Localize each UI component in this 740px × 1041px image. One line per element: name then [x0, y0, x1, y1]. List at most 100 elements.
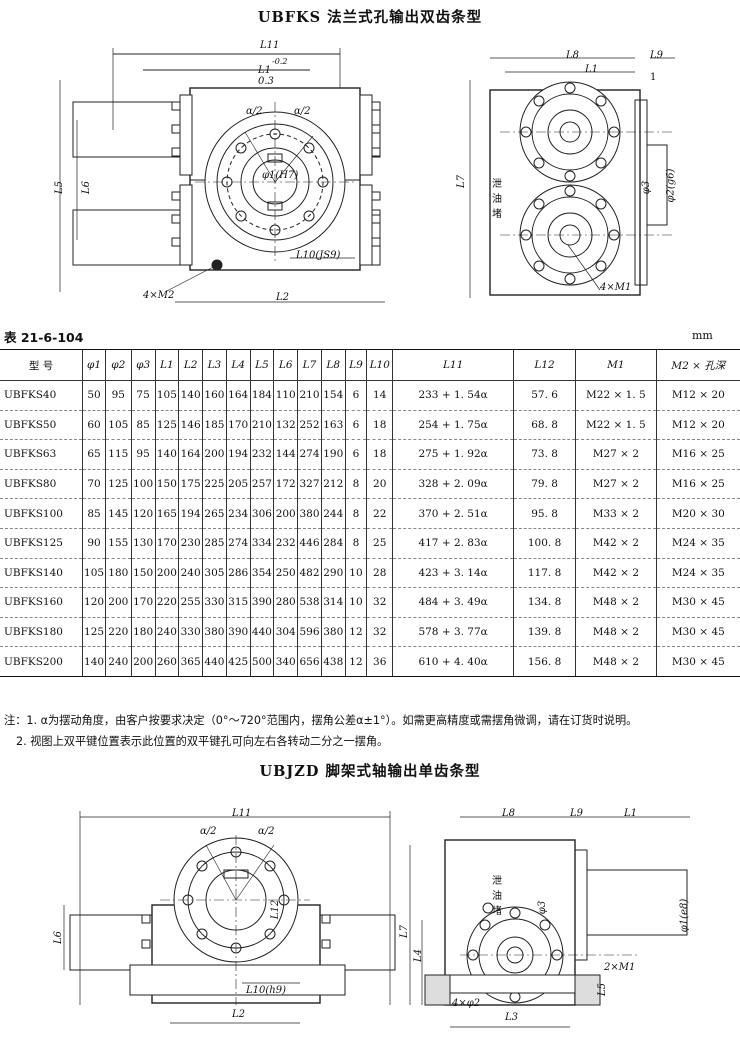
- label2-l8: L8: [502, 808, 516, 819]
- value-cell: 125: [104, 469, 132, 500]
- label-l8: L8: [566, 50, 580, 61]
- value-cell: M30 × 45: [655, 646, 740, 677]
- value-cell: 100: [130, 469, 155, 500]
- value-cell: 32: [366, 617, 393, 648]
- value-cell: 146: [178, 410, 203, 441]
- value-cell: 220: [154, 587, 179, 618]
- label-l1-tol: L1-0.3: [258, 65, 275, 87]
- value-cell: M22 × 1. 5: [575, 410, 657, 441]
- value-cell: 423 + 3. 14α: [392, 558, 514, 589]
- value-cell: 8: [344, 528, 367, 559]
- value-cell: M16 × 25: [655, 469, 740, 500]
- value-cell: 212: [320, 469, 346, 500]
- table-header-cell: L5: [249, 349, 274, 381]
- value-cell: 190: [320, 439, 346, 470]
- table-header-cell: φ3: [130, 349, 155, 381]
- value-cell: 145: [104, 498, 132, 529]
- ubjzd-side-view-drawing: [409, 816, 690, 1028]
- value-cell: M20 × 30: [655, 498, 740, 529]
- value-cell: 417 + 2. 83α: [392, 528, 514, 559]
- value-cell: 150: [130, 558, 155, 589]
- value-cell: M27 × 2: [575, 469, 657, 500]
- value-cell: 265: [202, 498, 227, 529]
- value-cell: 60: [82, 410, 106, 441]
- model-cell: UBFKS50: [0, 410, 83, 441]
- value-cell: 380: [320, 617, 346, 648]
- table-header-cell: M1: [575, 349, 657, 381]
- label-l6: L6: [81, 180, 93, 195]
- ubjzd-front-view-drawing: [63, 811, 396, 1024]
- value-cell: 105: [82, 558, 106, 589]
- note-2: 2. 视图上双平键位置表示此位置的双平键孔可向左右各转动二分之一摆角。: [16, 735, 389, 748]
- label-phi2-g6: φ2(g6): [665, 168, 677, 203]
- value-cell: 280: [273, 587, 298, 618]
- label2-phi3: φ3: [537, 900, 549, 915]
- label2-2xm1: 2×M1: [604, 962, 636, 973]
- value-cell: 200: [104, 587, 132, 618]
- value-cell: 100. 8: [513, 528, 576, 559]
- value-cell: 95. 8: [513, 498, 576, 529]
- value-cell: 446: [297, 528, 322, 559]
- table-header-cell: L9: [344, 349, 367, 381]
- value-cell: 105: [154, 380, 179, 411]
- value-cell: 139. 8: [513, 617, 576, 648]
- value-cell: 14: [366, 380, 393, 411]
- value-cell: 274: [225, 528, 251, 559]
- value-cell: 130: [130, 528, 155, 559]
- model-cell: UBFKS40: [0, 380, 83, 411]
- label-one: 1: [650, 72, 657, 83]
- value-cell: 85: [130, 410, 155, 441]
- value-cell: 370 + 2. 51α: [392, 498, 514, 529]
- value-cell: 140: [154, 439, 179, 470]
- label2-phi1-e8: φ1(e8): [679, 898, 691, 933]
- value-cell: 244: [320, 498, 346, 529]
- value-cell: 165: [154, 498, 179, 529]
- value-cell: M48 × 2: [575, 587, 657, 618]
- label2-l1: L1: [624, 808, 638, 819]
- value-cell: 328 + 2. 09α: [392, 469, 514, 500]
- value-cell: 440: [249, 617, 274, 648]
- value-cell: 6: [344, 439, 367, 470]
- value-cell: 260: [154, 646, 179, 677]
- value-cell: 596: [297, 617, 322, 648]
- value-cell: M30 × 45: [655, 617, 740, 648]
- value-cell: 194: [225, 439, 251, 470]
- value-cell: 75: [130, 380, 155, 411]
- label2-alpha-right: α/2: [258, 826, 275, 837]
- value-cell: 115: [104, 439, 132, 470]
- table-header-cell: L11: [392, 349, 514, 381]
- value-cell: M27 × 2: [575, 439, 657, 470]
- table-unit: mm: [692, 329, 713, 342]
- value-cell: 180: [104, 558, 132, 589]
- label2-l5: L5: [597, 982, 609, 997]
- value-cell: 538: [297, 587, 322, 618]
- value-cell: 6: [344, 410, 367, 441]
- value-cell: 255: [178, 587, 203, 618]
- value-cell: 200: [154, 558, 179, 589]
- note-1: 注：1. α为摆动角度，由客户按要求决定（0°～720°范围内，摆角公差α±1°…: [4, 714, 638, 727]
- value-cell: 656: [297, 646, 322, 677]
- label-l10-js9: L10(JS9): [296, 250, 341, 261]
- value-cell: M42 × 2: [575, 558, 657, 589]
- model-cell: UBFKS200: [0, 646, 83, 677]
- value-cell: 340: [273, 646, 298, 677]
- table-header-cell: L3: [202, 349, 227, 381]
- value-cell: 120: [130, 498, 155, 529]
- value-cell: 610 + 4. 40α: [392, 646, 514, 677]
- value-cell: 305: [202, 558, 227, 589]
- value-cell: 240: [154, 617, 179, 648]
- value-cell: M42 × 2: [575, 528, 657, 559]
- value-cell: 390: [249, 587, 274, 618]
- ubfks-side-view-drawing: [469, 57, 675, 298]
- value-cell: 232: [249, 439, 274, 470]
- table-header-cell: L7: [297, 349, 322, 381]
- value-cell: 79. 8: [513, 469, 576, 500]
- value-cell: 315: [225, 587, 251, 618]
- value-cell: 117. 8: [513, 558, 576, 589]
- value-cell: 578 + 3. 77α: [392, 617, 514, 648]
